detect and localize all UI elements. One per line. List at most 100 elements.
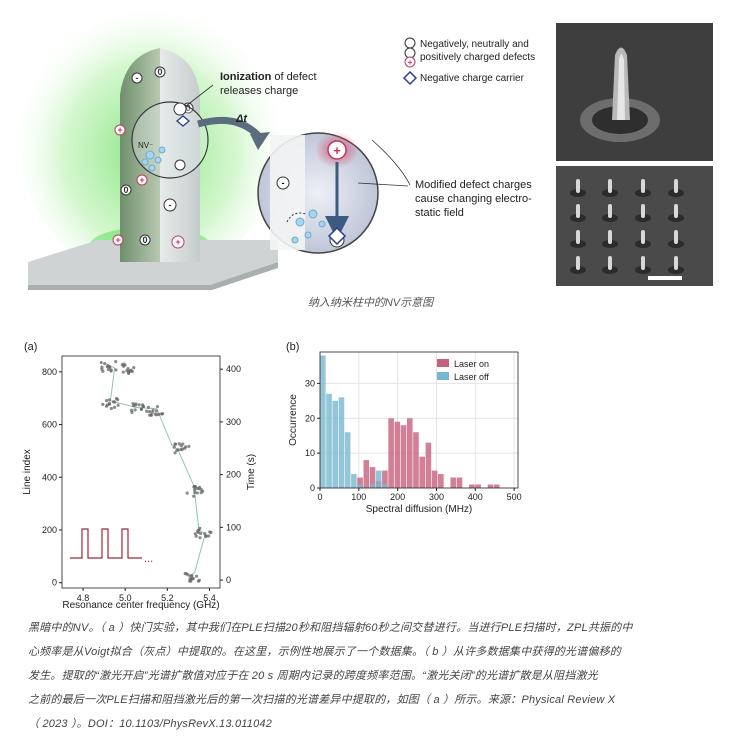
top-figure-caption: 纳入纳米柱中的NV示意图 — [307, 297, 434, 309]
figure-caption: 黑暗中的NV。（ a ）快门实验，其中我们在PLE扫描20秒和阻挡辐射60秒之间… — [28, 616, 718, 736]
chart-a-xlabel: Resonance center frequency (GHz) — [62, 600, 219, 611]
chart-a-point — [99, 360, 103, 365]
chart-b-xtick-label: 400 — [468, 492, 483, 502]
sem-pillar — [608, 204, 612, 218]
chart-a-y2tick-label: 300 — [226, 417, 241, 427]
chart-a-point — [191, 576, 195, 581]
nanopillar: - 0 + 0 + + 0 - + 0 NV⁻ — [112, 48, 209, 262]
chart-a-point — [100, 365, 104, 369]
chart-a-point — [173, 451, 177, 455]
zoom-circle: + - — [257, 132, 379, 254]
modified-line2: cause changing electro- — [415, 193, 532, 205]
chart-a-point — [133, 403, 137, 407]
chart-a-point — [137, 403, 141, 407]
chart-b-ytick-label: 20 — [305, 413, 315, 423]
svg-text:+: + — [408, 58, 413, 67]
legend-carrier: Negative charge carrier — [420, 73, 525, 84]
chart-a-point — [181, 442, 185, 446]
chart-a-point — [174, 442, 178, 446]
chart-b-bar — [388, 418, 394, 488]
svg-text:0: 0 — [142, 235, 147, 245]
chart-a-frame — [61, 355, 221, 589]
legend-swatch-laser-off — [437, 372, 449, 380]
chart-b-bar — [400, 425, 407, 488]
chart-b-bar — [375, 470, 382, 488]
delta-t: Δt — [235, 113, 248, 125]
chart-b-bar — [357, 477, 363, 488]
caption-line: 心频率是从Voigt拟合（灰点）中提取的。在这里，示例性地展示了一个数据集。（ … — [28, 646, 621, 658]
chart-b-bar — [320, 355, 326, 488]
chart-a-trace-line — [106, 363, 206, 578]
chart-a-point — [199, 487, 203, 492]
chart-a-point — [123, 363, 127, 367]
caption-line: （ 2023 ）。DOI：10.1103/PhysRevX.13.011042 — [28, 718, 273, 730]
chart-b-bar — [382, 484, 388, 488]
schematic-figure: - 0 + 0 + + 0 - + 0 NV⁻ Ionization of de… — [0, 0, 741, 290]
sem-pillar — [576, 179, 580, 193]
chart-a-point — [183, 446, 187, 450]
sem-pillar — [674, 230, 678, 244]
chart-b-bar — [406, 418, 413, 488]
chart-a-point — [154, 409, 159, 413]
chart-a-point — [132, 365, 136, 370]
chart-b-bar — [431, 470, 438, 488]
chart-b-bar — [338, 397, 345, 488]
chart-b-ytick-label: 30 — [305, 378, 315, 388]
svg-text:-: - — [282, 178, 285, 188]
chart-b-bar — [344, 432, 351, 488]
chart-a-point — [149, 413, 153, 417]
chart-a-point — [113, 400, 117, 404]
scale-bar — [648, 276, 682, 280]
chart-a-point — [175, 448, 179, 452]
chart-a-point — [116, 398, 120, 402]
sem-image-single — [556, 23, 713, 161]
ionization-rest: of defect — [271, 71, 316, 83]
chart-a-point — [109, 368, 113, 372]
chart-a-inset-pulse — [70, 528, 142, 559]
chart-a-point — [195, 491, 199, 495]
chart-a-ytick-label: 600 — [42, 420, 57, 430]
chart-b-panel-label: (b) — [286, 341, 299, 353]
chart-a-point — [112, 405, 117, 409]
chart-a-point — [186, 573, 190, 577]
chart-a-point — [188, 577, 192, 581]
chart-b-xtick-label: 0 — [317, 492, 322, 502]
chart-b-frame — [319, 351, 519, 489]
chart-b-bar — [493, 484, 500, 488]
schematic-svg: - 0 + 0 + + 0 - + 0 NV⁻ Ionization of de… — [20, 0, 713, 290]
chart-b-bar — [351, 474, 357, 488]
legend-laser-on: Laser on — [454, 359, 489, 369]
chart-a-y2label: Time (s) — [246, 454, 257, 490]
chart-a-point — [198, 531, 203, 536]
chart-a-ytick-label: 200 — [42, 525, 57, 535]
chart-b-bar — [332, 400, 339, 488]
chart-a-point — [120, 363, 124, 367]
legend-laser-off: Laser off — [454, 372, 489, 382]
chart-a-point — [198, 526, 202, 530]
pillar-defects: - 0 + 0 + + 0 - + 0 — [112, 66, 194, 249]
chart-a-point — [121, 370, 125, 374]
chart-a-point — [150, 410, 154, 414]
chart-b-legend: Laser on Laser off — [437, 359, 489, 382]
chart-b-bar — [326, 393, 332, 488]
chart-b-bar — [369, 467, 376, 488]
chart-a-point — [130, 410, 134, 414]
chart-b-xtick-label: 500 — [507, 492, 522, 502]
chart-a-point — [109, 406, 113, 411]
sem-pillar — [641, 256, 645, 270]
chart-b-bar — [413, 432, 419, 488]
chart-b-ylabel: Occurrence — [288, 394, 299, 446]
sem-pillar — [674, 179, 678, 193]
schematic-legend: + Negatively, neutrally and positively c… — [402, 37, 535, 86]
chart-a-point — [192, 485, 196, 489]
chart-a-point — [157, 412, 161, 417]
chart-a-point — [196, 579, 201, 583]
chart-a-point — [192, 494, 196, 498]
svg-text:-: - — [169, 200, 172, 210]
chart-a-point — [155, 404, 160, 409]
svg-text:0: 0 — [157, 67, 162, 77]
svg-text:+: + — [333, 143, 341, 158]
